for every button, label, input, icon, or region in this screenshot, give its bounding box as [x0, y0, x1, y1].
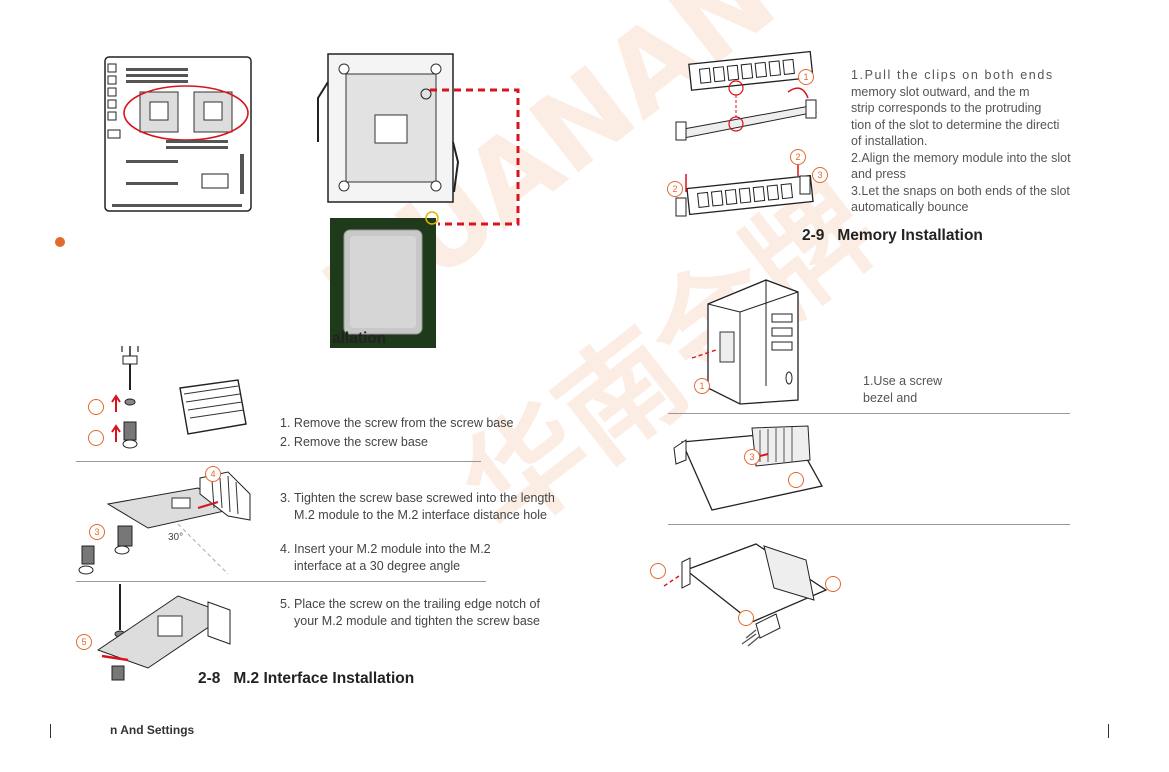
m2-step34-diagram: [78, 471, 251, 575]
memory-badge-2a: 2: [790, 149, 806, 165]
m2-badge-blank-1: [88, 399, 104, 415]
memory-step1-line3: strip corresponds to the protruding: [851, 101, 1042, 115]
memory-step1-line1: 1.Pull the clips on both ends: [851, 68, 1054, 82]
pcie-step1-line1: 1.Use a screw: [863, 374, 943, 388]
m2-step3-text: Tighten the screw base screwed into the …: [294, 491, 555, 522]
pcie-badge-1: 1: [694, 378, 710, 394]
m2-step2-text: Remove the screw base: [293, 435, 429, 449]
cpu-socket-diagram: [317, 53, 520, 348]
m2-badge-3: 3: [89, 524, 105, 540]
memory-steps: 1.Pull the clips on both ends memory slo…: [851, 67, 1151, 216]
m2-step5: 5. Place the screw on the trailing edge …: [280, 596, 565, 630]
memory-step3-line1: 3.Let the snaps on both ends of the slot: [851, 183, 1070, 198]
pcie-card-diagram-1: [673, 425, 823, 511]
pcie-card-diagram-2: [663, 543, 828, 647]
footer-right-tick: [1108, 724, 1109, 738]
memory-badge-1: 1: [798, 69, 814, 85]
m2-badge-4: 4: [205, 466, 221, 482]
memory-step2-line2: and press: [851, 167, 906, 181]
motherboard-diagram: [104, 56, 252, 212]
memory-badge-2b: 2: [667, 181, 683, 197]
pcie-badge-blank-a: [788, 472, 804, 488]
m2-divider-2: [76, 581, 486, 582]
footer-left-tick: [50, 724, 51, 738]
m2-angle-label: 30°: [168, 532, 184, 543]
memory-caption: 2-9 Memory Installation: [802, 227, 983, 244]
m2-badge-blank-2: [88, 430, 104, 446]
m2-step4-text: Insert your M.2 module into the M.2 inte…: [294, 542, 491, 573]
m2-step1: 1. Remove the screw from the screw base: [280, 415, 560, 432]
cpu-caption: allation: [332, 330, 387, 347]
m2-badge-5: 5: [76, 634, 92, 650]
pcie-step1-line2: bezel and: [863, 390, 918, 405]
pcie-divider-1: [668, 413, 1070, 414]
m2-step1-num: 1.: [280, 416, 291, 430]
m2-step1-diagram: [111, 346, 247, 449]
m2-step5-num: 5.: [280, 597, 291, 611]
footer-left-text: n And Settings: [110, 723, 195, 737]
m2-step3-num: 3.: [280, 491, 291, 505]
pcie-badge-3: 3: [744, 449, 760, 465]
memory-badge-3: 3: [812, 167, 828, 183]
m2-step5-text: Place the screw on the trailing edge not…: [294, 597, 540, 628]
memory-step1-line4: tion of the slot to determine the direct…: [851, 117, 1060, 132]
pcie-badge-blank-b: [650, 563, 666, 579]
m2-step2-num: 2.: [280, 435, 291, 449]
m2-step5-diagram: [96, 584, 231, 681]
memory-step1-line5: of installation.: [851, 134, 928, 148]
section-bullet: [55, 237, 65, 247]
pc-case-diagram: [691, 279, 799, 405]
m2-caption: 2-8 M.2 Interface Installation: [198, 670, 415, 687]
m2-step4-num: 4.: [280, 542, 291, 556]
memory-step2-line1: 2.Align the memory module into the slot: [851, 150, 1071, 165]
m2-step4: 4. Insert your M.2 module into the M.2 i…: [280, 541, 565, 575]
memory-step1-line2: memory slot outward, and the m: [851, 84, 1030, 99]
m2-step3: 3. Tighten the screw base screwed into t…: [280, 490, 565, 524]
pcie-step1: 1.Use a screw bezel and: [863, 373, 1063, 406]
memory-diagram: [675, 50, 818, 217]
m2-step2: 2. Remove the screw base: [280, 434, 560, 451]
memory-step3-line2: automatically bounce: [851, 200, 969, 214]
pcie-badge-blank-c: [825, 576, 841, 592]
m2-step1-text: Remove the screw from the screw base: [293, 416, 514, 430]
pcie-divider-2: [668, 524, 1070, 525]
m2-divider-1: [76, 461, 481, 462]
pcie-badge-blank-d: [738, 610, 754, 626]
